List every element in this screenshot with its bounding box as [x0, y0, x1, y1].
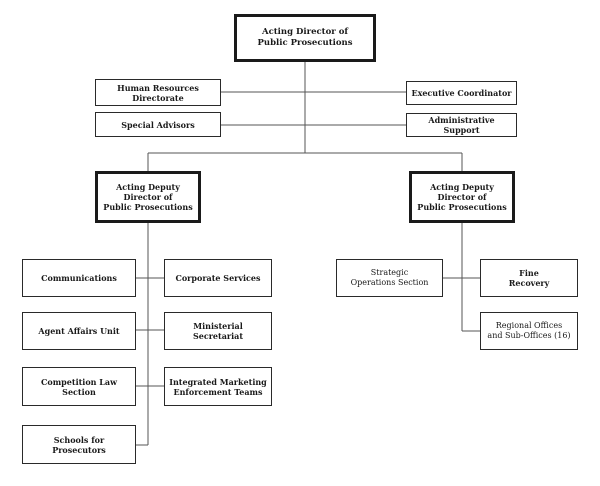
fine-recovery-label: Fine Recovery: [508, 268, 550, 288]
corporate-services-label: Corporate Services: [175, 273, 261, 283]
corporate-services-box: Corporate Services: [164, 259, 272, 297]
regional-offices-box: Regional Offices and Sub-Offices (16): [480, 312, 578, 350]
deputy-right-label: Acting Deputy Director of Public Prosecu…: [417, 182, 507, 212]
deputy-left-box: Acting Deputy Director of Public Prosecu…: [95, 171, 201, 223]
agent-affairs-label: Agent Affairs Unit: [38, 326, 120, 336]
special-advisors-label: Special Advisors: [121, 119, 195, 130]
agent-affairs-box: Agent Affairs Unit: [22, 312, 136, 350]
deputy-left-label: Acting Deputy Director of Public Prosecu…: [103, 182, 193, 212]
strategic-operations-box: Strategic Operations Section: [336, 259, 443, 297]
director-label: Acting Director of Public Prosecutions: [257, 27, 353, 48]
director-box: Acting Director of Public Prosecutions: [234, 14, 376, 62]
integrated-marketing-label: Integrated Marketing Enforcement Teams: [169, 376, 267, 397]
competition-law-box: Competition Law Section: [22, 367, 136, 406]
administrative-support-label: Administrative Support: [428, 115, 495, 135]
executive-coordinator-label: Executive Coordinator: [411, 88, 512, 98]
administrative-support-box: Administrative Support: [406, 113, 517, 137]
ministerial-secretariat-box: Ministerial Secretariat: [164, 312, 272, 350]
strategic-operations-label: Strategic Operations Section: [350, 268, 429, 287]
communications-box: Communications: [22, 259, 136, 297]
regional-offices-label: Regional Offices and Sub-Offices (16): [487, 321, 571, 340]
schools-box: Schools for Prosecutors: [22, 425, 136, 464]
communications-label: Communications: [41, 273, 117, 283]
schools-label: Schools for Prosecutors: [52, 434, 106, 455]
deputy-right-box: Acting Deputy Director of Public Prosecu…: [409, 171, 515, 223]
executive-coordinator-box: Executive Coordinator: [406, 81, 517, 105]
human-resources-label: Human Resources Directorate: [117, 82, 199, 103]
ministerial-secretariat-label: Ministerial Secretariat: [192, 321, 244, 341]
human-resources-box: Human Resources Directorate: [95, 79, 221, 106]
fine-recovery-box: Fine Recovery: [480, 259, 578, 297]
special-advisors-box: Special Advisors: [95, 112, 221, 137]
competition-law-label: Competition Law Section: [41, 376, 117, 397]
integrated-marketing-box: Integrated Marketing Enforcement Teams: [164, 367, 272, 406]
